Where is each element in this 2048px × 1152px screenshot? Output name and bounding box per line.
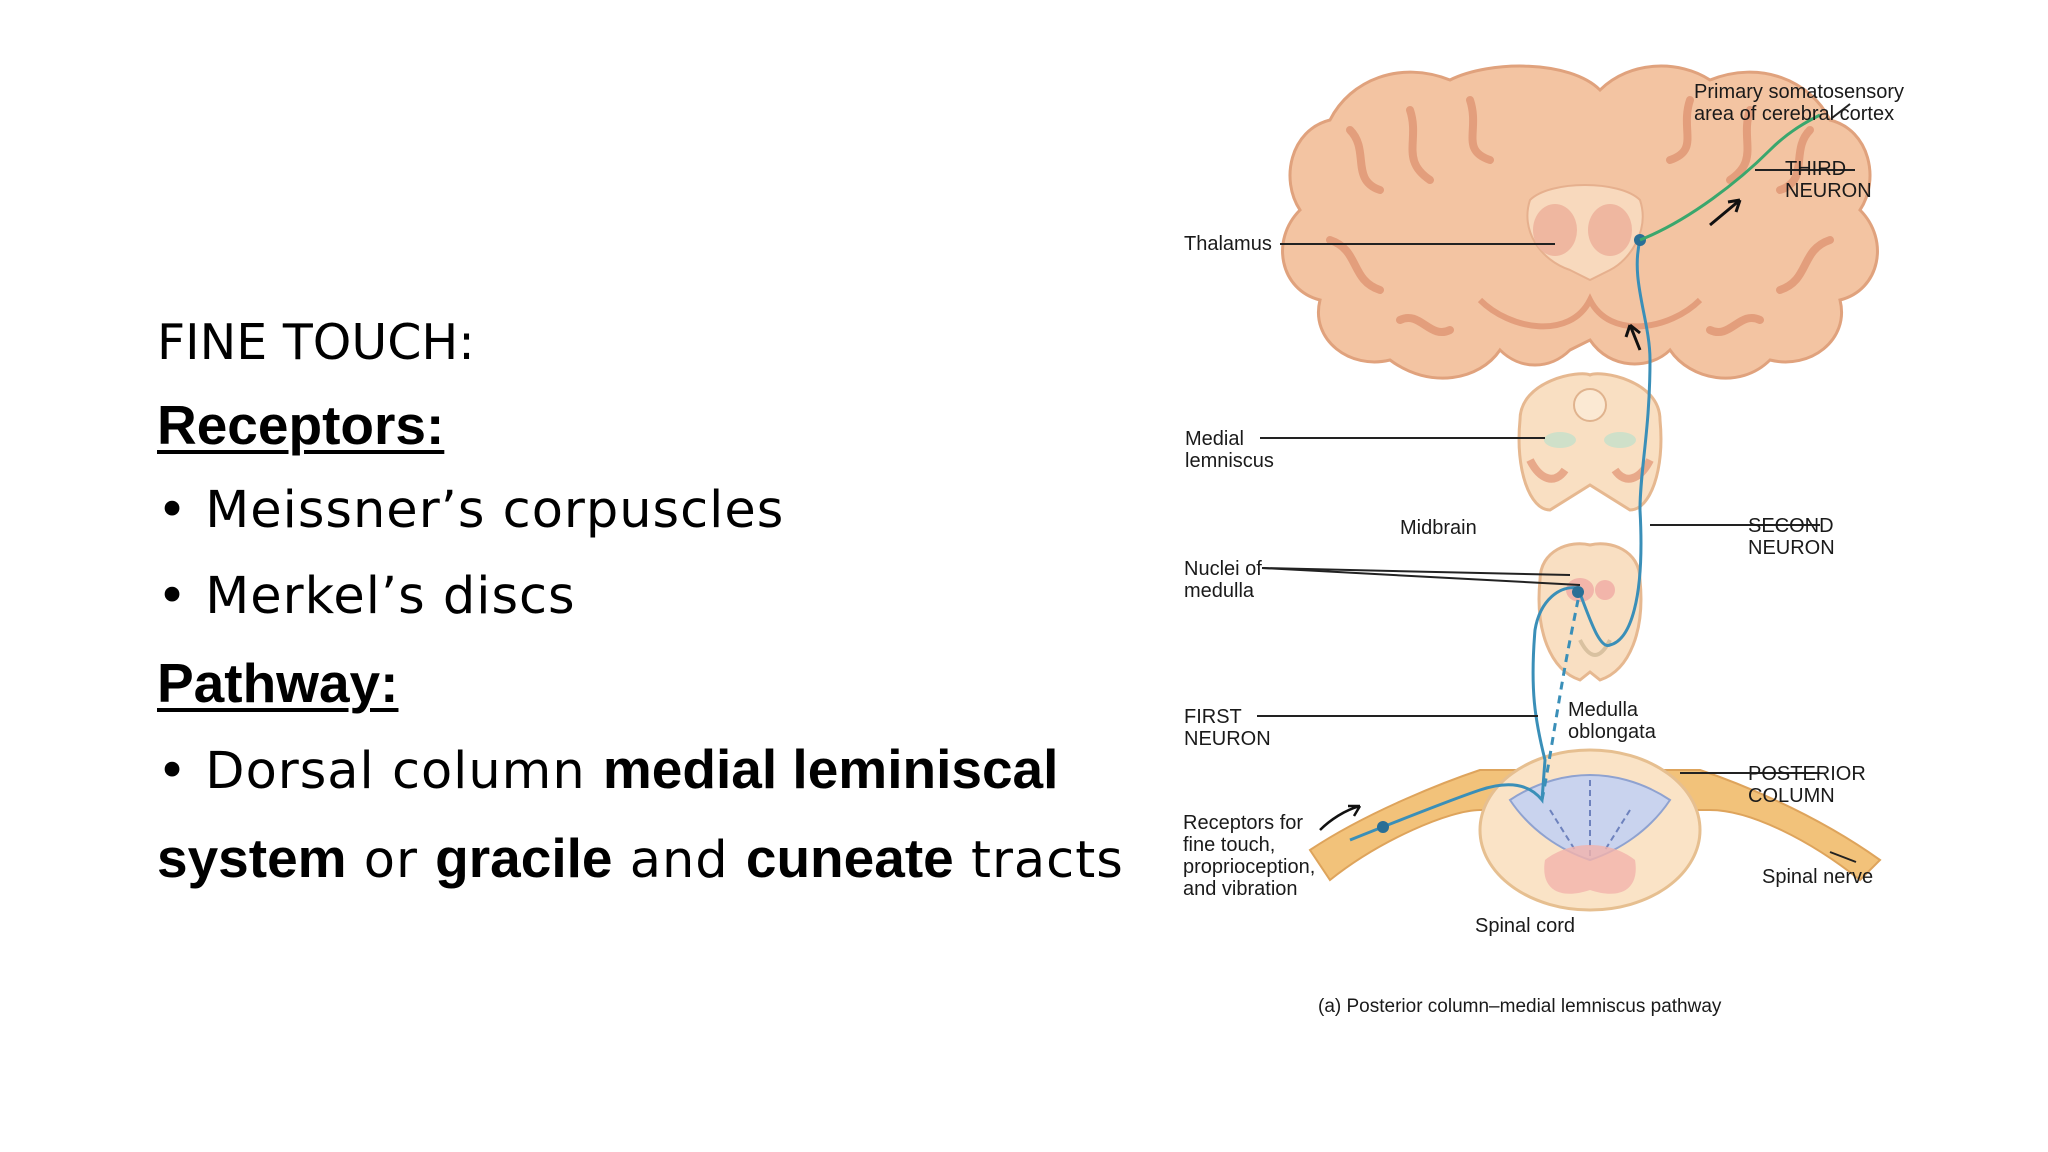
pathway-bold-system: system [157,827,347,889]
label-posterior-1: POSTERIOR [1748,763,1866,785]
label-midbrain: Midbrain [1400,517,1477,539]
pathway-item: • Dorsal column medial leminiscal [157,738,1059,801]
label-first-2: NEURON [1184,728,1271,750]
upward-arrow-icon [1709,198,1742,227]
midbrain-section [1517,372,1663,512]
label-spinal-nerve: Spinal nerve [1762,866,1873,888]
receptor-arrow-icon [1319,804,1362,831]
leader-spinal-nerve [1829,851,1857,863]
label-spinal-cord: Spinal cord [1475,915,1575,937]
cortex-folds [1326,96,1834,336]
slide-heading: FINE TOUCH: [157,314,475,371]
label-receptors-3: proprioception, [1183,856,1315,878]
receptor-item-1: • Meissner’s corpuscles [157,481,785,540]
first-neuron-line [1349,586,1579,842]
third-neuron-line [1639,113,1821,242]
first-neuron-cell-body [1377,821,1389,833]
label-third-2: NEURON [1785,180,1872,202]
label-receptors-2: fine touch, [1183,834,1275,856]
nucleus-cuneatus [1595,580,1615,600]
brain-coronal-section [1281,64,1879,380]
label-second-1: SECOND [1748,515,1834,537]
pathway-or: or [346,831,436,890]
label-medial-2: lemniscus [1185,450,1274,472]
label-medial-1: Medial [1185,428,1244,450]
label-leaders [1257,103,1857,863]
pathway-item-continued: system or gracile and cuneate tracts [157,827,1123,891]
ascending-arrow-icon [1624,323,1642,351]
thalamus-left [1533,204,1577,256]
midbrain-aqueduct [1573,388,1607,422]
temporal-lobes [1477,293,1703,330]
label-third-1: THIRD [1785,158,1846,180]
second-neuron-line [1576,239,1652,647]
label-receptors-1: Receptors for [1183,812,1303,834]
first-neuron-dashed [1540,599,1580,801]
leader-nuclei-a [1261,567,1581,586]
leader-primary [1831,103,1851,119]
pathway-title: Pathway: [157,652,399,714]
label-first-1: FIRST [1184,706,1242,728]
second-neuron-cell-body [1572,586,1584,598]
label-thalamus: Thalamus [1184,233,1272,255]
medial-lemniscus-left [1544,432,1576,448]
slide-text: FINE TOUCH: Receptors: • Meissner’s corp… [157,305,1123,891]
gray-matter [1544,845,1636,894]
receptor-item-2-text: Merkel’s discs [205,567,576,626]
posterior-column [1508,773,1672,862]
column-divisions [1549,780,1631,860]
label-posterior-2: COLUMN [1748,785,1835,807]
receptors-title: Receptors: [157,394,445,456]
thalamus-right [1588,204,1632,256]
receptor-item-1-text: Meissner’s corpuscles [205,481,785,540]
substantia-nigra [1526,458,1654,483]
medial-lemniscus-right [1604,432,1636,448]
pathway-bold-cuneate: cuneate [745,827,954,889]
label-medulla-1: Medulla [1568,699,1639,721]
spinal-cord-section [1308,748,1882,912]
label-nuclei-2: medulla [1184,580,1255,602]
label-primary-2: area of cerebral cortex [1694,103,1894,125]
pathway-diagram: Primary somatosensory area of cerebral c… [1183,64,1904,1017]
medulla-shape [1537,542,1643,682]
leader-nuclei-b [1261,567,1571,576]
pathway-tracts: tracts [953,831,1124,890]
label-medulla-2: oblongata [1568,721,1657,743]
pathway-bold-1: medial leminiscal [602,738,1059,800]
label-primary-1: Primary somatosensory [1694,81,1904,103]
neuron-pathway [1319,113,1821,842]
label-receptors-4: and vibration [1183,878,1298,900]
spinal-nerves [1308,769,1882,882]
pathway-prefix: Dorsal column [205,742,603,801]
receptor-item-2: • Merkel’s discs [157,567,576,626]
label-nuclei-1: Nuclei of [1184,558,1262,580]
label-second-2: NEURON [1748,537,1835,559]
pathway-and: and [612,831,746,890]
medulla-section [1537,542,1643,682]
figure-caption: (a) Posterior column–medial lemniscus pa… [1318,996,1722,1017]
pathway-bold-gracile: gracile [435,827,613,889]
